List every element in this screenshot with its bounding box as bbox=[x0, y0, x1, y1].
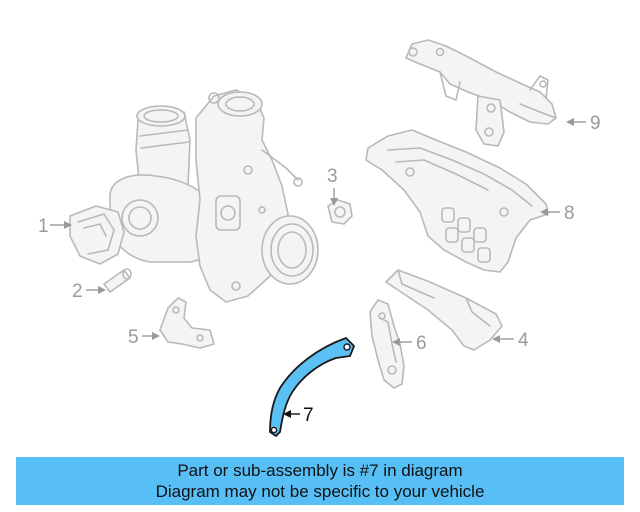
caption-line-2: Diagram may not be specific to your vehi… bbox=[155, 482, 485, 501]
callout-7[interactable]: 7 bbox=[283, 405, 314, 426]
callout-4: 4 bbox=[492, 330, 529, 351]
callout-8: 8 bbox=[540, 203, 575, 224]
svg-text:8: 8 bbox=[564, 203, 575, 224]
part-1-flange bbox=[69, 205, 125, 265]
svg-text:4: 4 bbox=[518, 330, 529, 351]
callout-6: 6 bbox=[392, 333, 427, 354]
callout-2: 2 bbox=[72, 281, 106, 302]
svg-text:7: 7 bbox=[303, 405, 314, 426]
svg-text:5: 5 bbox=[128, 327, 139, 348]
callout-1: 1 bbox=[38, 216, 72, 237]
svg-text:3: 3 bbox=[327, 166, 338, 187]
svg-text:2: 2 bbox=[72, 281, 83, 302]
callout-3: 3 bbox=[327, 166, 338, 206]
caption-line-1: Part or sub-assembly is #7 in diagram bbox=[177, 461, 463, 480]
svg-text:6: 6 bbox=[416, 333, 427, 354]
part-4-shield-plate bbox=[385, 269, 503, 351]
part-2-pin bbox=[103, 268, 132, 293]
turbocharger bbox=[109, 89, 319, 303]
part-5-bracket bbox=[159, 297, 215, 349]
callout-5: 5 bbox=[128, 327, 160, 348]
part-8-heat-shield bbox=[365, 129, 549, 273]
svg-text:9: 9 bbox=[590, 113, 601, 134]
part-9-bracket bbox=[405, 39, 557, 147]
parts-diagram: 1 2 3 4 5 6 7 8 9 bbox=[38, 39, 601, 437]
callout-9: 9 bbox=[566, 113, 601, 134]
part-7-strap bbox=[269, 337, 355, 437]
svg-text:1: 1 bbox=[38, 216, 49, 237]
part-6-bracket bbox=[369, 299, 405, 389]
caption-banner: Part or sub-assembly is #7 in diagram Di… bbox=[16, 457, 624, 505]
part-3-nut bbox=[327, 199, 353, 225]
